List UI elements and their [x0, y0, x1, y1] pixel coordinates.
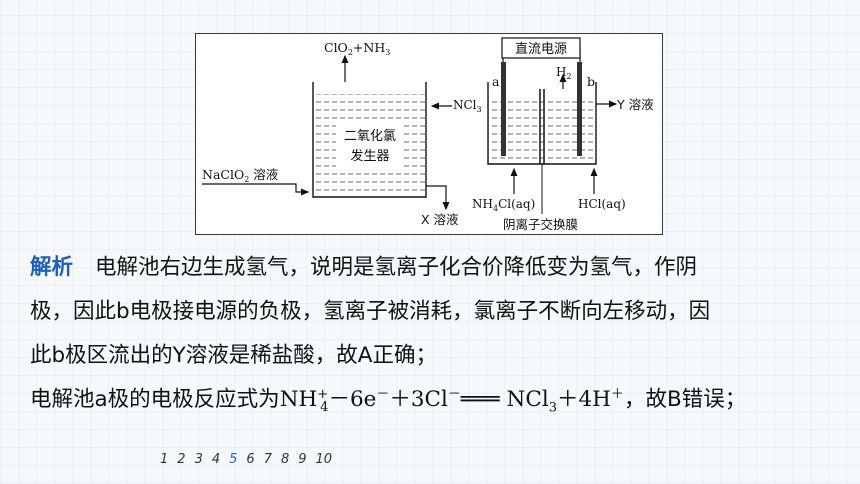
- analysis-line-2: 极，因此b电极接电源的负极，氢离子被消耗，氯离子不断向左移动，因: [30, 294, 710, 330]
- page-link-5[interactable]: 5: [229, 452, 238, 467]
- power-supply-label: 直流电源: [515, 42, 567, 57]
- electrode-b-label: b: [587, 74, 595, 89]
- equation: NH+4－6e－＋3Cl－═══ NCl3＋4H＋: [279, 386, 624, 416]
- clo2-nh3-label: ClO2+NH3: [324, 40, 390, 57]
- electrode-b-plate: [577, 62, 582, 156]
- x-outlet-pipe: [426, 185, 450, 211]
- y-solution-label: Y 溶液: [616, 97, 654, 112]
- analysis-text-4g: ，故B错误；: [623, 387, 747, 412]
- generator-label-line1: 二氧化氯: [344, 129, 396, 144]
- analysis-line-4: 电解池a极的电极反应式为NH+4－6e－＋3Cl－═══ NCl3＋4H＋，故B…: [30, 382, 746, 418]
- analysis-text-1: 电解池右边生成氢气，说明是氢离子化合价降低变为氢气，作阴: [95, 255, 698, 280]
- naclo2-inlet-pipe: [202, 183, 310, 196]
- naclo2-label: NaClO2 溶液: [202, 167, 279, 184]
- ncl3-label: NCl3: [453, 98, 482, 114]
- analysis-label: 解析: [30, 255, 74, 280]
- nh4cl-label: NH4Cl(aq): [472, 197, 535, 213]
- analysis-text: 解析电解池右边生成氢气，说明是氢离子化合价降低变为氢气，作阴 极，因此b电极接电…: [30, 250, 835, 430]
- page-link-6[interactable]: 6: [246, 452, 255, 467]
- page-link-9[interactable]: 9: [298, 452, 307, 467]
- electrode-a-label: a: [492, 74, 500, 89]
- generator-label-line2: 发生器: [350, 148, 389, 164]
- page-link-1[interactable]: 1: [160, 452, 169, 467]
- page-link-8[interactable]: 8: [280, 452, 290, 467]
- ncl3-label-bg: [452, 96, 488, 112]
- apparatus-drawing: 二氧化氯 发生器 ClO2+NH3 NaClO2 溶液 X 溶液 NCl3 a …: [202, 37, 654, 232]
- analysis-text-3: 此b极区流出的Y溶液是稀盐酸，故A正确；: [30, 343, 437, 368]
- h2-label: H2: [556, 65, 572, 81]
- generator-vessel: [312, 82, 427, 198]
- page-link-7[interactable]: 7: [263, 452, 272, 467]
- analysis-line-1: 解析电解池右边生成氢气，说明是氢离子化合价降低变为氢气，作阴: [30, 250, 697, 286]
- membrane-label: 阴离子交换膜: [503, 217, 578, 232]
- apparatus-diagram: 二氧化氯 发生器 ClO2+NH3 NaClO2 溶液 X 溶液 NCl3 a …: [195, 33, 663, 235]
- power-supply-box: [501, 37, 581, 59]
- page-link-10[interactable]: 10: [315, 452, 333, 467]
- page-link-4[interactable]: 4: [211, 452, 221, 467]
- analysis-text-2: 极，因此b电极接电源的负极，氢离子被消耗，氯离子不断向左移动，因: [30, 299, 711, 324]
- x-solution-label: X 溶液: [421, 212, 459, 227]
- electrode-a-plate: [501, 62, 506, 156]
- analysis-line-3: 此b极区流出的Y溶液是稀盐酸，故A正确；: [30, 338, 437, 374]
- hcl-label: HCl(aq): [578, 197, 626, 211]
- generator-label-bg: [336, 122, 404, 168]
- page-link-2[interactable]: 2: [177, 452, 186, 467]
- analysis-text-4a: 电解池a极的电极反应式为: [30, 387, 280, 412]
- page-link-3[interactable]: 3: [194, 452, 203, 467]
